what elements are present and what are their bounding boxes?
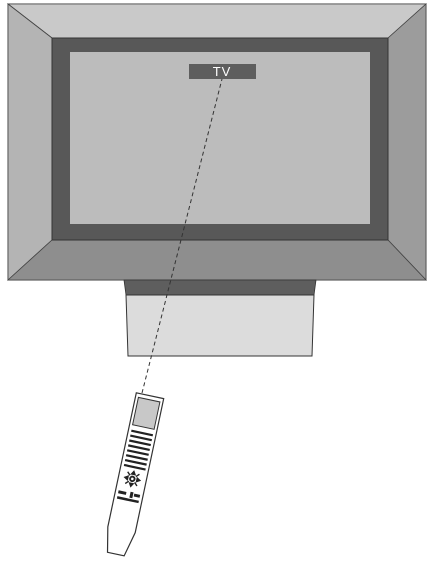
- remote-display: [131, 396, 161, 430]
- remote-button-row: [124, 458, 147, 466]
- stand-top-edge: [123, 279, 317, 296]
- remote-lower-button: [116, 496, 139, 504]
- cabinet-bevel-top: [6, 3, 428, 39]
- cabinet-bevel-right: [387, 3, 427, 282]
- remote-lower-button: [129, 491, 134, 499]
- ir-signal-line: [141, 78, 223, 394]
- remote-button-row: [123, 463, 146, 471]
- cabinet-bevel-left: [7, 3, 53, 281]
- remote-button-row: [127, 444, 150, 452]
- remote-lower-button: [118, 490, 127, 495]
- stand-face: [125, 294, 315, 357]
- remote-lower-buttons: [116, 490, 141, 504]
- remote-button-row: [126, 449, 149, 456]
- tv-label-background: [189, 64, 256, 79]
- remote-lower-button: [133, 493, 141, 498]
- remote-control: [106, 392, 165, 557]
- tv-stand: [123, 279, 317, 357]
- remote-button-row: [131, 429, 154, 437]
- remote-button-row: [130, 434, 153, 442]
- remote-button-rows: [123, 429, 154, 471]
- navigation-pad-icon: [123, 470, 142, 488]
- tv-screen: [70, 52, 370, 224]
- tv-label-text: TV: [213, 64, 232, 79]
- cabinet-bevel-bottom: [6, 239, 427, 281]
- tv-label: TV: [189, 64, 256, 79]
- remote-button-row: [129, 439, 151, 447]
- remote-button-row: [125, 454, 148, 461]
